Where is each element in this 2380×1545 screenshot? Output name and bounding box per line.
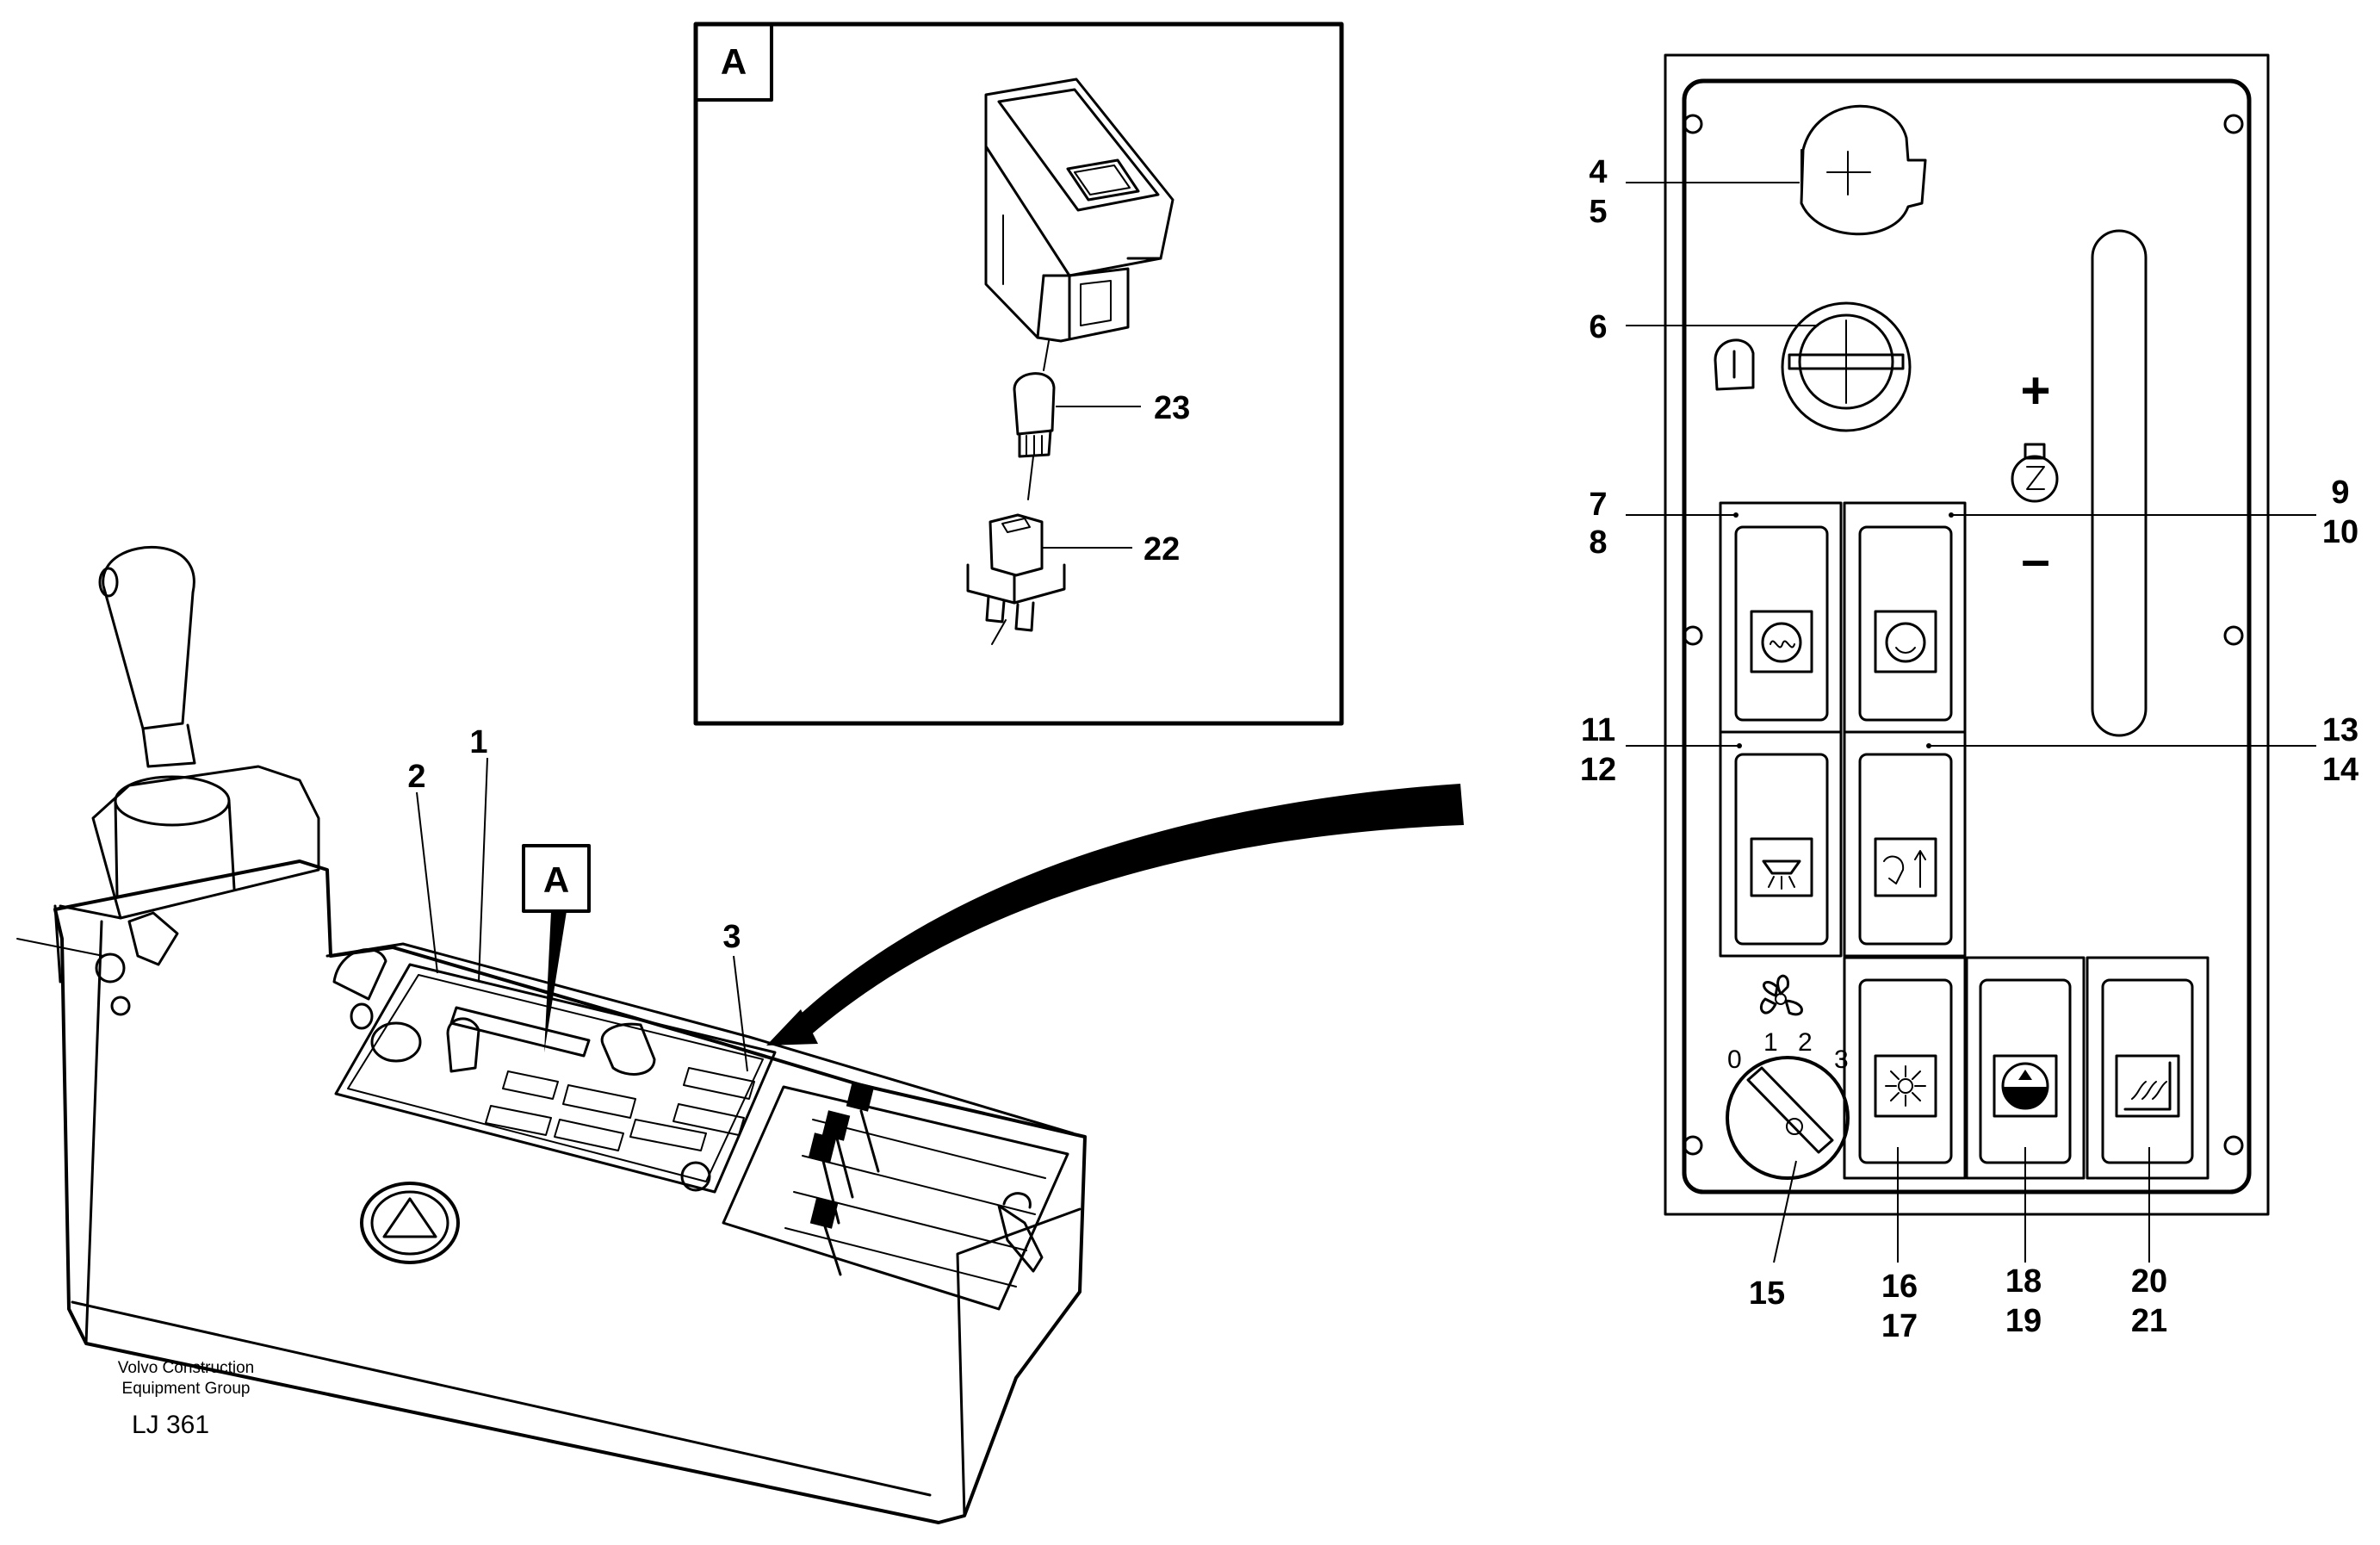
switch-7-8 (1719, 501, 1843, 734)
switch-18-19 (1965, 956, 2086, 1180)
fan-icon (1759, 974, 1803, 1016)
label-8: 8 (1589, 524, 1607, 561)
label-7: 7 (1589, 487, 1607, 523)
label-6: 6 (1589, 309, 1607, 345)
label-15: 15 (1749, 1275, 1785, 1312)
label-17: 17 (1881, 1308, 1918, 1344)
label-5: 5 (1589, 194, 1607, 230)
label-16: 16 (1881, 1269, 1918, 1305)
label-1: 1 (469, 724, 487, 760)
label-12: 12 (1580, 752, 1616, 788)
label-20: 20 (2131, 1263, 2167, 1300)
instrument-panel: + – (1664, 53, 2270, 1216)
label-18: 18 (2005, 1263, 2042, 1300)
pointer-arrow (766, 784, 1464, 1046)
drawing-code: LJ 361 (132, 1411, 209, 1439)
console-detail-a-callout: A (522, 844, 591, 1052)
glow-plug-icon (2011, 443, 2059, 503)
fan-speed-knob: 0 1 2 3 (1726, 974, 1850, 1180)
switch-13-14 (1843, 730, 1967, 958)
bulb-drawing (1013, 340, 1056, 500)
label-3: 3 (722, 919, 741, 955)
fan-pos-1: 1 (1763, 1028, 1778, 1057)
switch-9-10 (1843, 501, 1967, 734)
label-22: 22 (1144, 531, 1180, 568)
label-4: 4 (1589, 154, 1607, 190)
bulb-holder-drawing (966, 513, 1066, 645)
switch-11-12 (1719, 730, 1843, 958)
console-detail-a-tag: A (543, 859, 569, 900)
rocker-switch-drawing (984, 78, 1175, 343)
label-23: 23 (1154, 390, 1190, 426)
label-10: 10 (2322, 514, 2358, 550)
fan-pos-3: 3 (1834, 1046, 1849, 1074)
label-9: 9 (2331, 475, 2349, 511)
detail-a-tag: A (721, 41, 747, 82)
switch-20-21 (2086, 956, 2210, 1180)
panel-leaders (1626, 182, 2316, 1263)
switch-16-17 (1843, 956, 1967, 1180)
fan-pos-2: 2 (1798, 1028, 1813, 1057)
label-21: 21 (2131, 1303, 2167, 1339)
control-console-drawing (16, 545, 1087, 1524)
company-line-1: Volvo Construction (118, 1359, 254, 1377)
plus-symbol: + (2020, 362, 2050, 419)
label-13: 13 (2322, 712, 2358, 748)
company-line-2: Equipment Group (122, 1380, 251, 1398)
label-14: 14 (2322, 752, 2358, 788)
detail-a-inset: A (693, 22, 1344, 726)
label-2: 2 (407, 759, 425, 795)
rocker-switches (1719, 501, 2210, 1180)
fan-pos-0: 0 (1727, 1046, 1742, 1074)
label-11: 11 (1581, 712, 1615, 748)
minus-symbol: – (2021, 531, 2049, 588)
label-19: 19 (2005, 1303, 2042, 1339)
